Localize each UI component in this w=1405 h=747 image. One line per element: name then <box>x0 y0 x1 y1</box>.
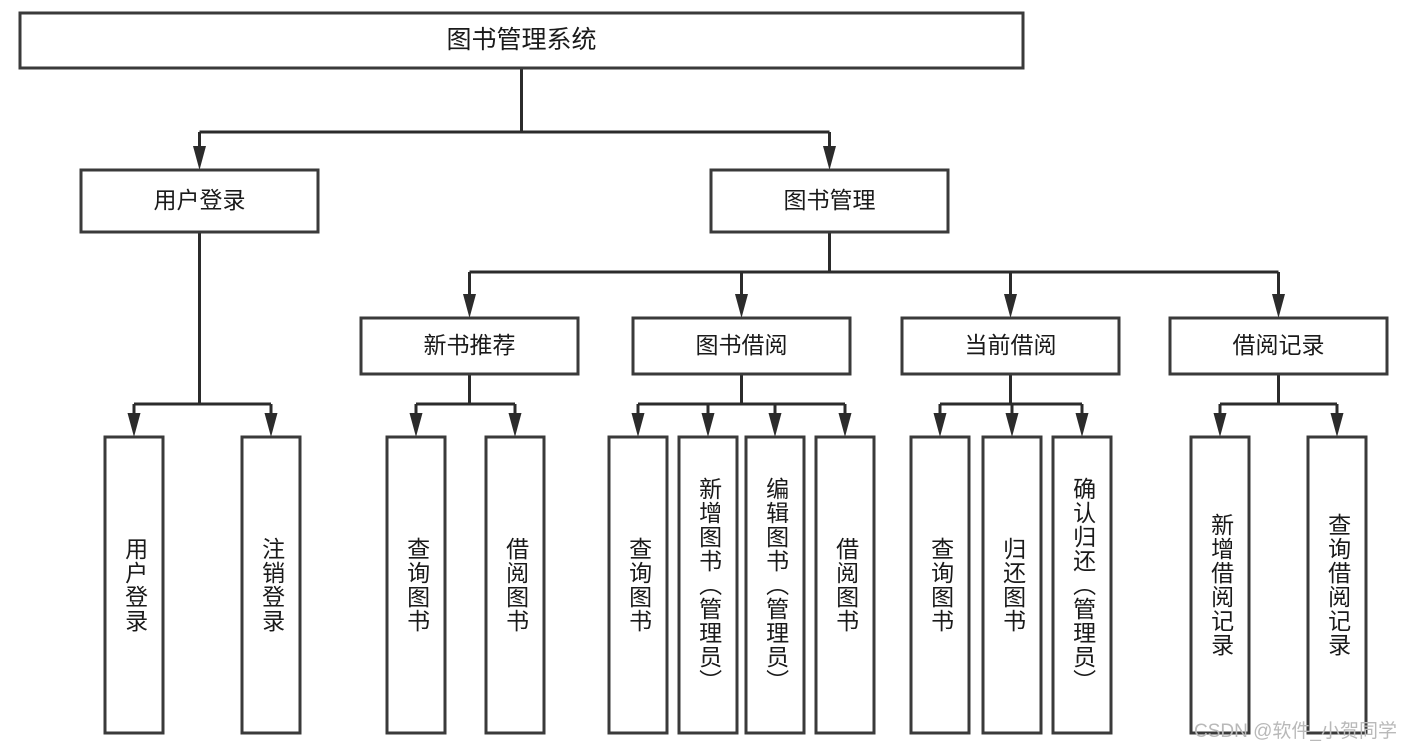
connector-group-user_login <box>127 232 278 437</box>
node-box-leaf_query_book_b[interactable] <box>607 435 669 735</box>
node-box-leaf_confirm_return[interactable] <box>1051 435 1113 735</box>
node-leaf_confirm_return[interactable] <box>1051 435 1113 735</box>
node-box-root[interactable] <box>18 11 1025 70</box>
node-leaf_logout[interactable] <box>240 435 302 735</box>
node-box-book_borrow[interactable] <box>631 316 852 376</box>
node-box-leaf_edit_book[interactable] <box>744 435 806 735</box>
node-box-current_borrow[interactable] <box>900 316 1121 376</box>
node-leaf_borrow_book_b[interactable] <box>814 435 876 735</box>
connector-layer <box>127 68 1344 437</box>
node-box-leaf_add_record[interactable] <box>1189 435 1251 735</box>
connector-group-new_book_rec <box>409 374 522 437</box>
node-box-book_manage[interactable] <box>709 168 950 234</box>
node-leaf_query_book_b[interactable] <box>607 435 669 735</box>
node-box-leaf_query_book_c[interactable] <box>909 435 971 735</box>
node-leaf_add_book[interactable] <box>677 435 739 735</box>
node-leaf_user_login[interactable] <box>103 435 165 735</box>
watermark-text: CSDN @软件_小贺同学 <box>1194 721 1397 742</box>
node-label-root: 图书管理系统 <box>446 26 596 54</box>
node-root[interactable]: 图书管理系统 <box>18 11 1025 70</box>
node-box-leaf_logout[interactable] <box>240 435 302 735</box>
node-label-user_login: 用户登录 <box>154 187 246 213</box>
node-label-new_book_rec: 新书推荐 <box>424 332 516 358</box>
node-label-book_manage: 图书管理 <box>784 187 876 213</box>
connector-group-borrow_record <box>1213 374 1344 437</box>
node-box-leaf_user_login[interactable] <box>103 435 165 735</box>
node-box-leaf_add_book[interactable] <box>677 435 739 735</box>
node-leaf_edit_book[interactable] <box>744 435 806 735</box>
node-leaf_query_book_rec[interactable] <box>385 435 447 735</box>
node-box-borrow_record[interactable] <box>1168 316 1389 376</box>
node-box-leaf_return_book[interactable] <box>981 435 1043 735</box>
connector-group-root <box>193 68 836 170</box>
node-leaf_borrow_book_rec[interactable] <box>484 435 546 735</box>
node-box-leaf_borrow_book_b[interactable] <box>814 435 876 735</box>
connector-group-book_borrow <box>631 374 852 437</box>
node-leaf_query_record[interactable] <box>1306 435 1368 735</box>
node-user_login[interactable]: 用户登录 <box>79 168 320 234</box>
node-leaf_return_book[interactable] <box>981 435 1043 735</box>
node-leaf_query_book_c[interactable] <box>909 435 971 735</box>
node-box-leaf_query_record[interactable] <box>1306 435 1368 735</box>
node-current_borrow[interactable]: 当前借阅 <box>900 316 1121 376</box>
node-box-user_login[interactable] <box>79 168 320 234</box>
node-leaf_add_record[interactable] <box>1189 435 1251 735</box>
node-label-current_borrow: 当前借阅 <box>965 332 1057 358</box>
node-label-book_borrow: 图书借阅 <box>696 332 788 358</box>
node-box-leaf_query_book_rec[interactable] <box>385 435 447 735</box>
node-box-leaf_borrow_book_rec[interactable] <box>484 435 546 735</box>
node-label-borrow_record: 借阅记录 <box>1233 332 1325 358</box>
node-book_manage[interactable]: 图书管理 <box>709 168 950 234</box>
node-book_borrow[interactable]: 图书借阅 <box>631 316 852 376</box>
node-borrow_record[interactable]: 借阅记录 <box>1168 316 1389 376</box>
node-box-new_book_rec[interactable] <box>359 316 580 376</box>
node-new_book_rec[interactable]: 新书推荐 <box>359 316 580 376</box>
connector-group-current_borrow <box>933 374 1089 437</box>
connector-group-book_manage <box>463 232 1285 318</box>
